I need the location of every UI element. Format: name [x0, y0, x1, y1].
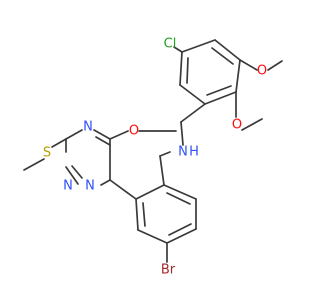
bond: [109, 179, 137, 200]
bond: [235, 59, 241, 93]
oxygen-ring-label: O: [129, 124, 139, 139]
nitrogen-amine-label: N: [178, 145, 188, 160]
bond: [71, 165, 83, 179]
bond: [109, 130, 129, 140]
nitrogen-2-label: N: [63, 179, 73, 194]
bond: [179, 51, 183, 86]
bond: [23, 158, 45, 171]
bond: [168, 223, 192, 236]
bond: [159, 151, 171, 157]
bond: [180, 103, 206, 123]
oxygen-methoxy-upper-label: O: [257, 64, 267, 79]
bond: [159, 155, 165, 186]
oxygen-methoxy-lower-label: O: [232, 118, 242, 133]
bond: [93, 129, 111, 140]
bond: [135, 198, 139, 231]
bond: [65, 129, 83, 140]
atom-labels: Cl O O O N H N S N N Br: [43, 37, 267, 278]
hydrogen-amine-label: H: [189, 145, 199, 160]
bond: [186, 57, 189, 84]
bond: [204, 91, 237, 105]
bond: [95, 136, 111, 146]
bond: [100, 179, 111, 186]
bond: [135, 184, 165, 200]
bond: [211, 47, 234, 65]
bond: [241, 118, 263, 131]
sulfur-label: S: [43, 146, 51, 161]
bond-lines: [23, 39, 283, 263]
bromine-label: Br: [161, 263, 176, 278]
bond: [65, 166, 79, 185]
nitrogen-1-label: N: [83, 120, 93, 135]
bond: [180, 121, 184, 146]
bond: [214, 39, 241, 61]
bond: [179, 84, 206, 105]
bond: [142, 202, 146, 227]
bond: [137, 229, 168, 244]
bond: [267, 60, 283, 71]
nitrogen-3-label: N: [85, 179, 95, 194]
chlorine-label: Cl: [164, 37, 177, 52]
bond: [239, 59, 258, 71]
bond: [51, 138, 67, 148]
bond: [181, 39, 216, 53]
bond: [166, 228, 197, 244]
bond: [163, 184, 197, 200]
bond: [173, 46, 183, 53]
bond: [166, 192, 191, 205]
bond: [206, 85, 232, 96]
chemical-structure-diagram: Cl O O O N H N S N N Br: [23, 37, 283, 278]
